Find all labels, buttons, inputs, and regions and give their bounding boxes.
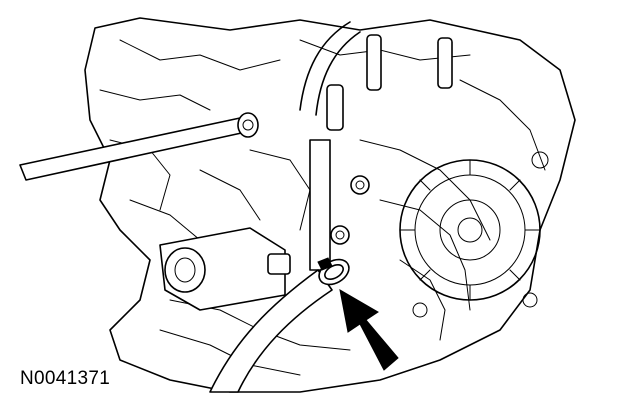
center-bracket xyxy=(309,139,370,271)
studs xyxy=(326,34,453,131)
left-housing xyxy=(159,227,291,311)
figure-id-label: N0041371 xyxy=(20,368,111,389)
upper-tube xyxy=(19,112,259,181)
callout-arrow-icon xyxy=(339,289,399,371)
hose-clamp xyxy=(317,257,350,286)
upper-hose xyxy=(299,21,361,116)
bell-housing xyxy=(399,151,549,318)
